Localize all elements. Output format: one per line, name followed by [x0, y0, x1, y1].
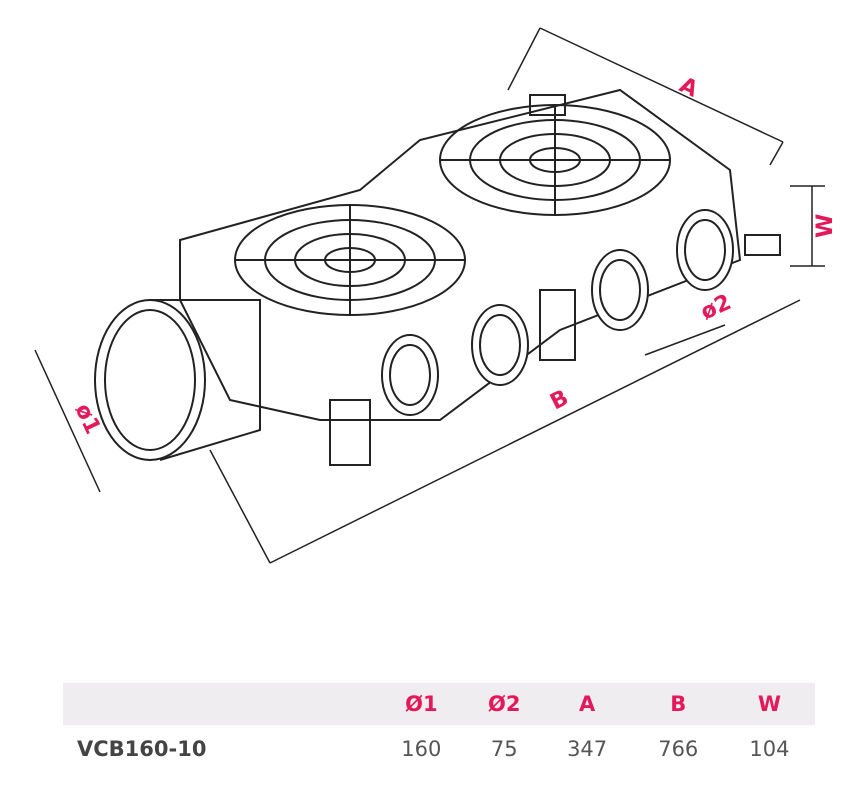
cell-d1: 160: [401, 737, 442, 761]
dimension-label-b: B: [546, 385, 572, 415]
cell-a: 347: [567, 737, 608, 761]
header-a: A: [541, 683, 633, 725]
cell-d2: 75: [490, 737, 518, 761]
dimension-label-d2: ø2: [697, 290, 735, 326]
header-b: B: [632, 683, 724, 725]
cell-model: VCB160-10: [77, 737, 207, 761]
dimension-label-a: A: [675, 73, 701, 103]
header-model: [63, 683, 376, 725]
header-d2: Ø2: [466, 683, 542, 725]
dimension-label-w: W: [813, 214, 838, 238]
table-row: VCB160-10 160 75 347 766 104: [63, 725, 815, 773]
plenum-outline: [94, 88, 781, 466]
dimensions-table: Ø1 Ø2 A B W VCB160-10 160 75 347 766 104: [63, 683, 815, 773]
cell-w: 104: [749, 737, 790, 761]
header-d1: Ø1: [375, 683, 467, 725]
cell-b: 766: [658, 737, 699, 761]
dimension-lines: [34, 27, 825, 564]
product-drawing: A W B ø1 ø2: [34, 27, 838, 564]
header-w: W: [723, 683, 815, 725]
table-header-row: Ø1 Ø2 A B W: [63, 683, 815, 725]
